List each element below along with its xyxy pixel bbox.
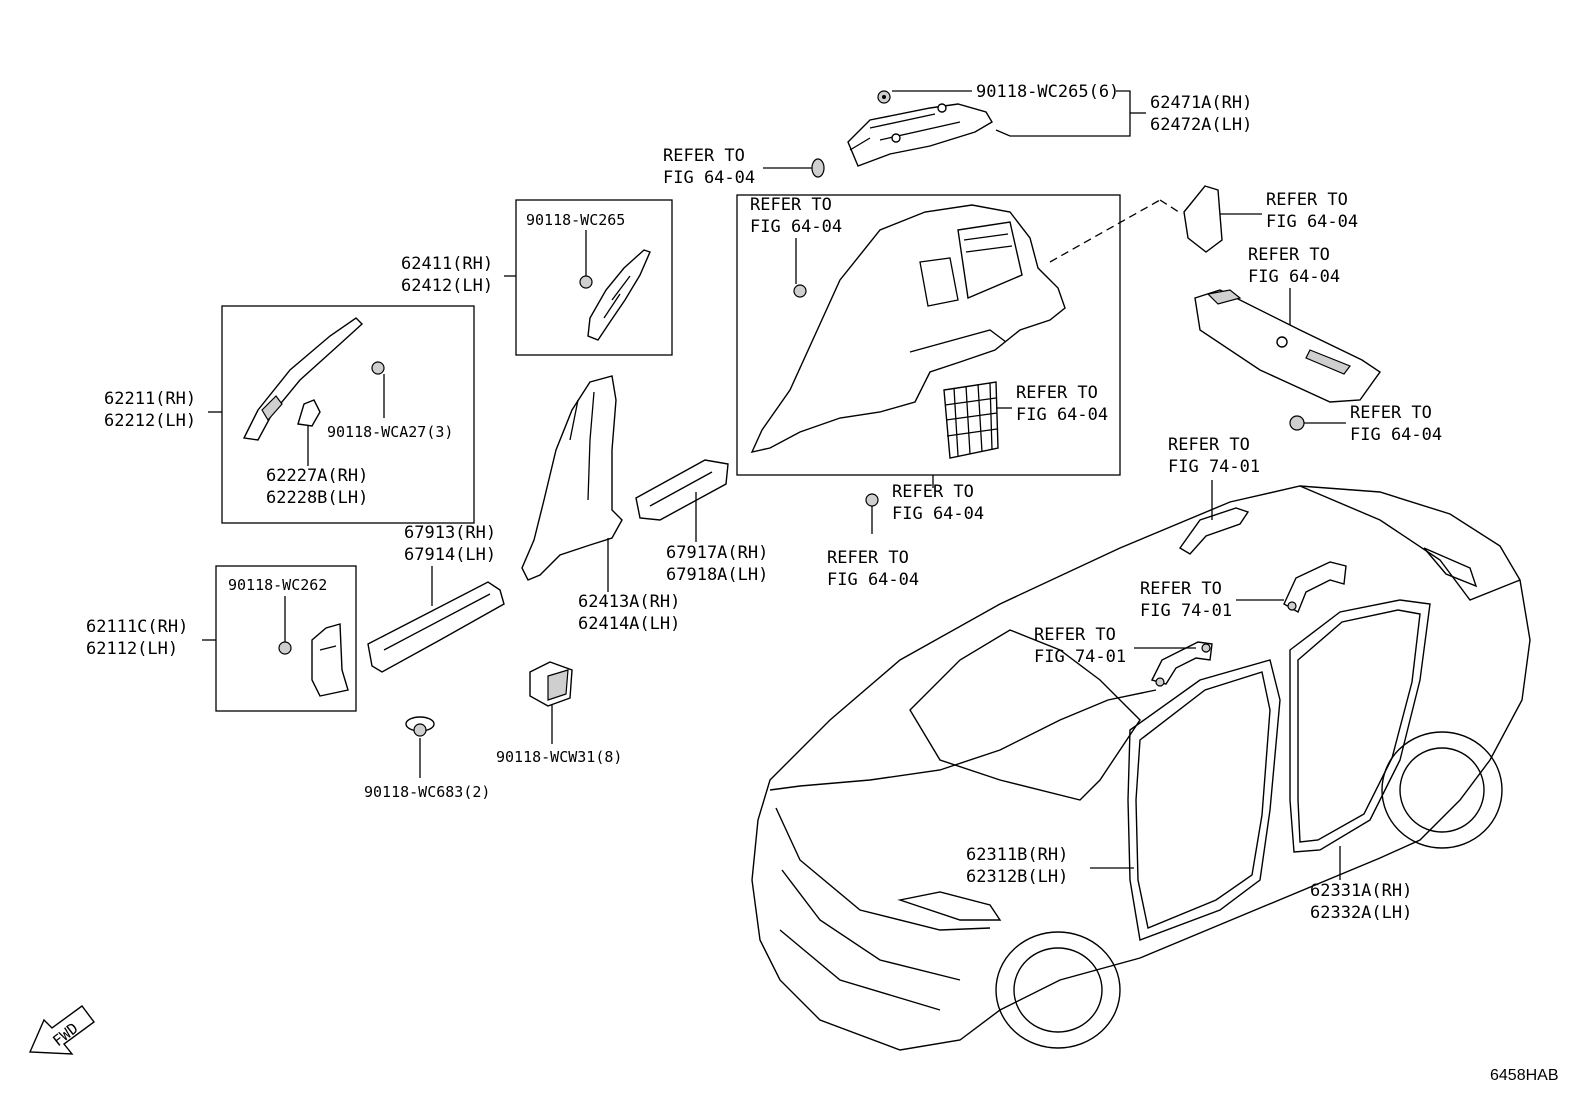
label-right-refer-a2: FIG 64-04: [1266, 212, 1358, 232]
label-rightclip-refer-1: REFER TO: [1350, 403, 1432, 423]
label-62332a: 62332A(LH): [1310, 903, 1412, 923]
label-box-wc265: 90118-WC265: [526, 211, 625, 229]
box-a-pillar: [221, 305, 475, 524]
label-62111c: 62111C(RH): [86, 617, 188, 637]
part-62111c-cowl-side-trim[interactable]: [311, 623, 349, 697]
label-grip2-refer-1: REFER TO: [1140, 579, 1222, 599]
part-62227a-tweeter-cover[interactable]: [297, 399, 321, 427]
box-quarter-trim: [736, 194, 1121, 476]
part-62471a-upper-trim[interactable]: [847, 103, 993, 167]
label-grip2-refer-2: FIG 74-01: [1140, 601, 1232, 621]
label-below-refer-2: FIG 64-04: [827, 570, 919, 590]
label-62211: 62211(RH): [104, 389, 196, 409]
label-90118-wc265-6: 90118-WC265(6): [976, 82, 1119, 102]
label-right-refer-b1: REFER TO: [1248, 245, 1330, 265]
label-62311b: 62311B(RH): [966, 845, 1068, 865]
clip-icon: [405, 716, 435, 737]
label-quarter-refer-2: FIG 64-04: [750, 217, 842, 237]
label-refer-top-2: FIG 64-04: [663, 168, 755, 188]
box-cowl-side: [215, 565, 357, 712]
label-62312b: 62312B(LH): [966, 867, 1068, 887]
label-62472a: 62472A(LH): [1150, 115, 1252, 135]
label-right-refer-a1: REFER TO: [1266, 190, 1348, 210]
label-grip3-refer-2: FIG 74-01: [1034, 647, 1126, 667]
fwd-arrow-icon: FWD: [28, 1005, 95, 1055]
clip-icon: [1289, 415, 1305, 431]
part-62411-c-pillar-trim[interactable]: [587, 249, 651, 341]
part-quarter-grille[interactable]: [943, 381, 999, 459]
label-62112: 62112(LH): [86, 639, 178, 659]
label-62413a: 62413A(RH): [578, 592, 680, 612]
label-grip3-refer-1: REFER TO: [1034, 625, 1116, 645]
label-wc683: 90118-WC683(2): [364, 783, 490, 801]
label-grip1-refer-1: REFER TO: [1168, 435, 1250, 455]
clip-icon: [877, 90, 891, 104]
part-quarter-trim-panel[interactable]: [750, 204, 1066, 453]
label-62331a: 62331A(RH): [1310, 881, 1412, 901]
part-side-cover[interactable]: [1183, 185, 1223, 253]
label-62471a: 62471A(RH): [1150, 93, 1252, 113]
part-assist-grip-rear[interactable]: [1178, 507, 1250, 555]
label-wca27: 90118-WCA27(3): [327, 423, 453, 441]
label-rightclip-refer-2: FIG 64-04: [1350, 425, 1442, 445]
part-67917a-rear-scuff[interactable]: [635, 459, 729, 521]
label-67917a: 67917A(RH): [666, 543, 768, 563]
label-grid-refer-2: FIG 64-04: [1016, 405, 1108, 425]
label-grip1-refer-2: FIG 74-01: [1168, 457, 1260, 477]
clip-icon: [579, 275, 593, 289]
label-clip-refer-1: REFER TO: [892, 482, 974, 502]
part-62211-a-pillar-trim[interactable]: [242, 317, 364, 441]
label-below-refer-1: REFER TO: [827, 548, 909, 568]
clip-icon: [371, 361, 385, 375]
part-assist-grip-mid[interactable]: [1283, 561, 1347, 614]
label-refer-top-1: REFER TO: [663, 146, 745, 166]
label-quarter-refer-1: REFER TO: [750, 195, 832, 215]
part-62413a-b-pillar-trim[interactable]: [521, 375, 623, 581]
label-62227a: 62227A(RH): [266, 466, 368, 486]
label-67918a: 67918A(LH): [666, 565, 768, 585]
part-rear-scuff-plate[interactable]: [1194, 289, 1381, 403]
clip-icon: [278, 641, 292, 655]
part-assist-grip-front[interactable]: [1150, 641, 1213, 687]
label-67913: 67913(RH): [404, 523, 496, 543]
label-62228b: 62228B(LH): [266, 488, 368, 508]
label-62411: 62411(RH): [401, 254, 493, 274]
vehicle-outline: [751, 485, 1531, 1051]
box-c-pillar: [515, 199, 673, 356]
label-box-wc262: 90118-WC262: [228, 576, 327, 594]
label-62212: 62212(LH): [104, 411, 196, 431]
label-wcw31: 90118-WCW31(8): [496, 748, 622, 766]
label-right-refer-b2: FIG 64-04: [1248, 267, 1340, 287]
clip-icon: [811, 158, 825, 178]
label-62414a: 62414A(LH): [578, 614, 680, 634]
diagram-code: 6458HAB: [1490, 1067, 1559, 1084]
label-grid-refer-1: REFER TO: [1016, 383, 1098, 403]
label-67914: 67914(LH): [404, 545, 496, 565]
part-67913-front-scuff[interactable]: [367, 581, 505, 673]
clip-icon: [865, 493, 879, 507]
clip-icon: [793, 284, 807, 298]
clip-icon: [529, 661, 573, 707]
label-clip-refer-2: FIG 64-04: [892, 504, 984, 524]
label-62412: 62412(LH): [401, 276, 493, 296]
